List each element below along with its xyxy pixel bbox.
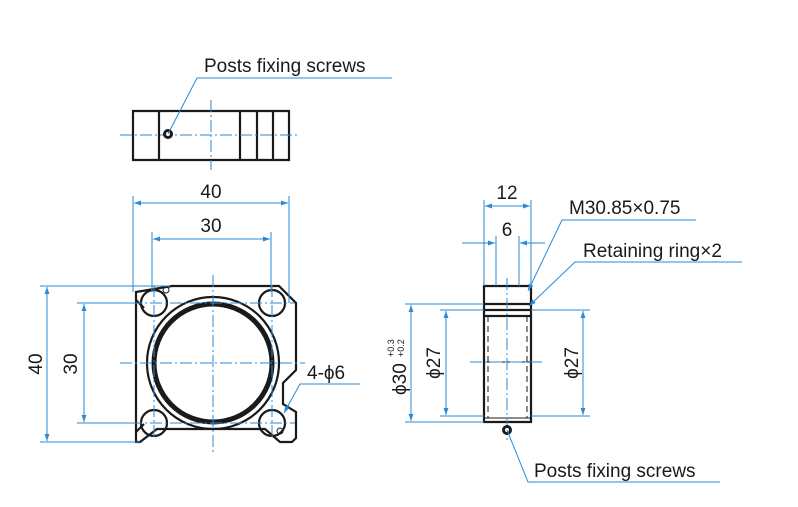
svg-text:ϕ30: ϕ30 xyxy=(390,363,411,395)
side-view: 12 6 ϕ30 +0.3 +0.2 ϕ27 ϕ27 M30.85×0.75 R… xyxy=(386,183,742,483)
bore-tol-upper: +0.3 xyxy=(386,339,396,357)
dim-ring-inner-left: ϕ27 xyxy=(424,347,445,379)
posts-fixing-screws-label-bottom: Posts fixing screws xyxy=(534,461,696,482)
dim-front-width-inner: 30 xyxy=(200,216,221,237)
thread-label: M30.85×0.75 xyxy=(569,198,680,219)
bore-tol-lower: +0.2 xyxy=(396,339,406,357)
dim-front-height-outer: 40 xyxy=(26,353,47,374)
dim-side-inner-width: 6 xyxy=(502,220,513,241)
dim-side-width: 12 xyxy=(496,183,517,204)
retaining-ring-label: Retaining ring×2 xyxy=(583,241,722,262)
top-view: Posts fixing screws xyxy=(120,56,392,170)
holes-label: 4-ϕ6 xyxy=(307,363,345,384)
dim-front-height-inner: 30 xyxy=(61,353,82,374)
dim-ring-inner-right: ϕ27 xyxy=(562,347,583,379)
front-view: 40 30 40 30 4-ϕ6 xyxy=(26,182,360,452)
posts-fixing-screws-label-top: Posts fixing screws xyxy=(204,56,366,77)
dim-front-width-outer: 40 xyxy=(200,182,221,203)
leader-line xyxy=(167,77,392,135)
dim-bore-diameter: ϕ30 +0.3 +0.2 xyxy=(386,339,411,395)
